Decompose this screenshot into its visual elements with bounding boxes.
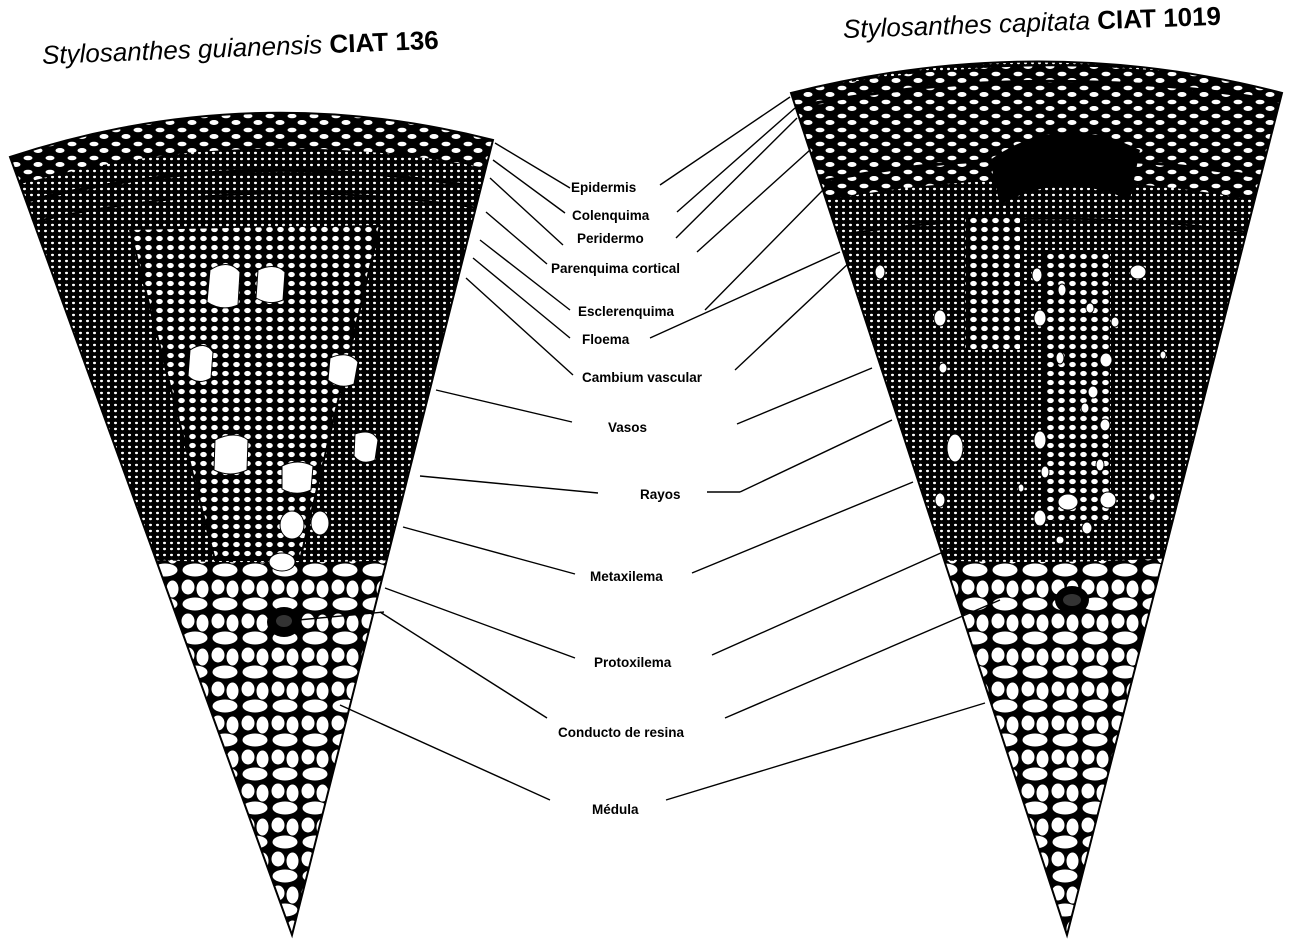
- label-epidermis: Epidermis: [571, 180, 636, 195]
- label-parenquima-cortical: Parenquima cortical: [551, 261, 680, 276]
- label-vasos: Vasos: [608, 420, 647, 435]
- label-esclerenquima: Esclerenquima: [578, 304, 675, 319]
- label-cambium-vascular: Cambium vascular: [582, 370, 703, 385]
- label-metaxilema: Metaxilema: [590, 569, 663, 584]
- label-protoxilema: Protoxilema: [594, 655, 672, 670]
- label-floema: Floema: [582, 332, 630, 347]
- label-peridermo: Peridermo: [577, 231, 644, 246]
- structure-labels: Epidermis Colenquima Peridermo Parenquim…: [551, 180, 703, 817]
- label-conducto-de-resina: Conducto de resina: [558, 725, 685, 740]
- label-colenquima: Colenquima: [572, 208, 650, 223]
- label-medula: Médula: [592, 802, 639, 817]
- right-stem-wedge: [780, 20, 1300, 939]
- left-stem-wedge: [0, 60, 520, 939]
- label-rayos: Rayos: [640, 487, 681, 502]
